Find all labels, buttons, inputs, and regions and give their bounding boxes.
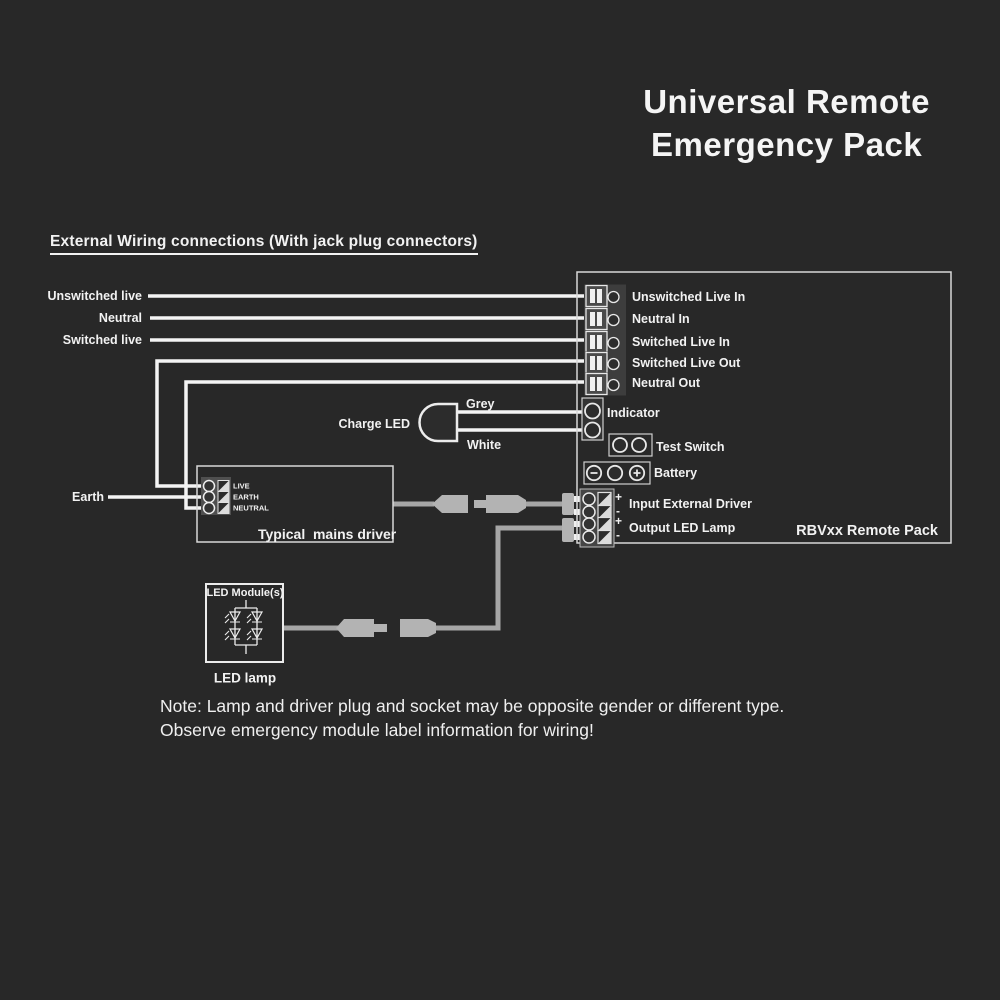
output-led-lamp-label: Output LED Lamp — [629, 521, 736, 535]
lamp-plus-sign: + — [615, 514, 623, 528]
note-line1: Note: Lamp and driver plug and socket ma… — [160, 696, 785, 716]
led-circuit-icon — [224, 600, 264, 654]
led-module-box — [205, 583, 284, 663]
lamp-cable-plug-taper — [336, 619, 344, 637]
indicator-connector — [581, 397, 604, 441]
page-title-line1: Universal Remote — [643, 83, 930, 120]
cable-connectors — [336, 493, 589, 637]
lamp-cable-socket-taper — [428, 619, 436, 637]
io-row-lamp-plus — [582, 516, 612, 532]
battery-label: Battery — [654, 466, 698, 480]
test-switch-connector — [608, 433, 653, 457]
io-terminal-block — [579, 488, 615, 548]
wire-switched-live-out — [155, 359, 585, 488]
pack-name-label: RBVxx Remote Pack — [796, 523, 938, 539]
terminal-label-switched-live-out: Switched Live Out — [632, 356, 741, 370]
input-terminal-block — [584, 284, 626, 396]
battery-plus-icon — [633, 469, 641, 477]
terminal-label-neutral-out: Neutral Out — [632, 376, 701, 390]
mains-terminal-neutral — [202, 501, 230, 515]
lamp-cable-wire-right — [436, 525, 562, 631]
wire-neutral-out — [184, 380, 585, 510]
test-switch-label: Test Switch — [656, 440, 725, 454]
white-wire-label: White — [467, 438, 502, 452]
terminal-neutral-in — [584, 307, 626, 331]
mains-earth-label: EARTH — [233, 492, 259, 502]
remote-pack-box — [576, 271, 952, 544]
terminal-switched-live-out — [584, 351, 626, 375]
section-heading: External Wiring connections (With jack p… — [50, 233, 478, 255]
terminal-label-neutral-in: Neutral In — [632, 312, 690, 326]
mains-driver-box — [196, 465, 394, 543]
terminal-switched-live-in — [584, 330, 626, 354]
neutral-label: Neutral — [98, 311, 142, 325]
driver-cable-end — [562, 493, 574, 515]
charge-led-label: Charge LED — [338, 417, 410, 431]
grey-wire-label: Grey — [466, 397, 495, 411]
mains-neutral-label: NEUTRAL — [233, 503, 269, 513]
driver-cable-plug-taper — [518, 495, 526, 513]
terminal-unswitched-live-in — [584, 284, 626, 308]
driver-cable-socket — [432, 495, 468, 513]
driver-cable-plug-pin — [474, 500, 486, 508]
mains-terminal-earth — [202, 490, 230, 504]
terminal-label-switched-live-in: Switched Live In — [632, 335, 730, 349]
note-line2: Observe emergency module label informati… — [160, 719, 594, 740]
driver-cable-plug-body — [486, 495, 518, 513]
switched-live-label: Switched live — [62, 333, 142, 347]
mains-driver-label: Typical mains driver — [258, 526, 397, 542]
charge-led-icon — [418, 402, 459, 443]
unswitched-live-label: Unswitched live — [47, 289, 142, 303]
footer-note: Note: Lamp and driver plug and socket ma… — [160, 695, 784, 742]
led-lamp-label: LED lamp — [213, 670, 277, 686]
grey-cables — [283, 501, 564, 631]
lamp-cable-socket-body — [400, 619, 428, 637]
driver-minus-sign: - — [616, 504, 620, 518]
lamp-cable-plug-pin — [374, 624, 387, 632]
lamp-cable-plug-body — [344, 619, 374, 637]
io-row-driver-minus — [582, 504, 612, 520]
battery-connector — [583, 461, 651, 485]
main-input-wires — [108, 294, 585, 510]
mains-live-label: LIVE — [233, 481, 250, 491]
terminal-neutral-out — [584, 372, 626, 396]
io-row-lamp-minus — [582, 529, 612, 545]
page-title: Universal Remote Emergency Pack — [643, 80, 930, 166]
page-title-line2: Emergency Pack — [651, 126, 923, 163]
lamp-cable-end — [562, 518, 574, 542]
indicator-label: Indicator — [607, 406, 660, 420]
led-module-label: LED Module(s) — [206, 587, 284, 599]
lamp-minus-sign: - — [616, 528, 620, 542]
terminal-label-unswitched-live-in: Unswitched Live In — [632, 290, 746, 304]
input-external-driver-label: Input External Driver — [629, 497, 752, 511]
io-row-driver-plus — [582, 491, 612, 507]
earth-label: Earth — [72, 490, 104, 504]
driver-plus-sign: + — [615, 490, 623, 504]
